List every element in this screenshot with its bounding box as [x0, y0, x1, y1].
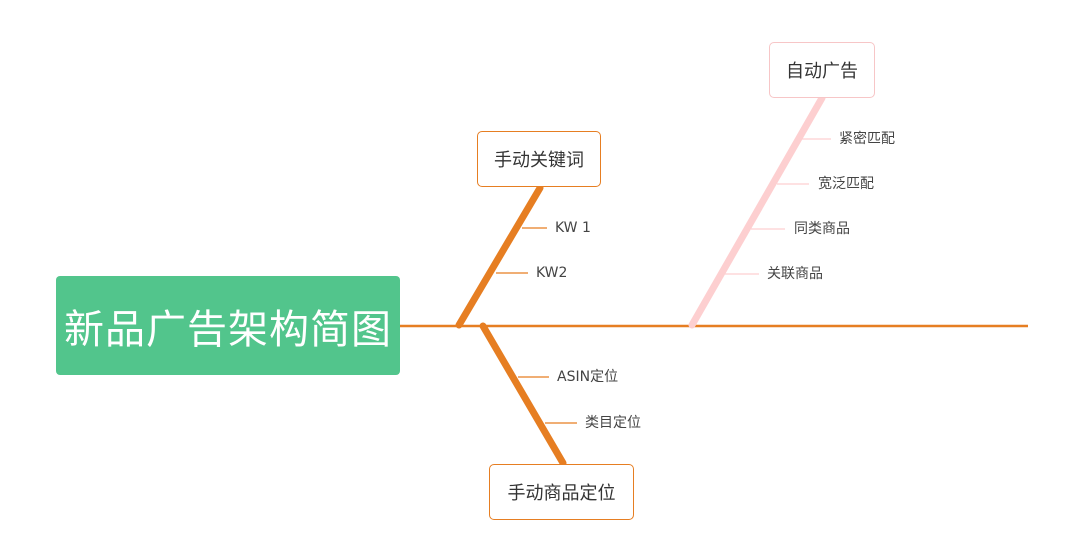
leaf-related-products[interactable]: 关联商品 — [767, 266, 823, 282]
leaf-category-targeting[interactable]: 类目定位 — [585, 415, 641, 431]
topic-product-targeting-label: 手动商品定位 — [507, 483, 616, 504]
topic-product-targeting[interactable]: 手动商品定位 — [489, 464, 634, 520]
leaf-kw2[interactable]: KW2 — [536, 265, 568, 281]
branch-line-manual-keywords — [455, 184, 544, 329]
branch-line-product-targeting — [479, 322, 567, 467]
leaf-kw1[interactable]: KW 1 — [555, 220, 591, 236]
root-topic-label: 新品广告架构简图 — [64, 306, 392, 353]
topic-auto-ads[interactable]: 自动广告 — [769, 42, 875, 98]
leaf-broad-match[interactable]: 宽泛匹配 — [818, 176, 874, 192]
topic-auto-ads-label: 自动广告 — [786, 61, 858, 82]
topic-manual-keywords[interactable]: 手动关键词 — [477, 131, 601, 187]
leaf-exact-match[interactable]: 紧密匹配 — [839, 131, 895, 147]
topic-manual-keywords-label: 手动关键词 — [494, 150, 584, 171]
branch-line-auto-ads — [688, 94, 826, 329]
leaf-asin-targeting[interactable]: ASIN定位 — [557, 369, 619, 385]
leaf-similar-products[interactable]: 同类商品 — [794, 221, 850, 237]
root-topic[interactable]: 新品广告架构简图 — [56, 276, 400, 375]
